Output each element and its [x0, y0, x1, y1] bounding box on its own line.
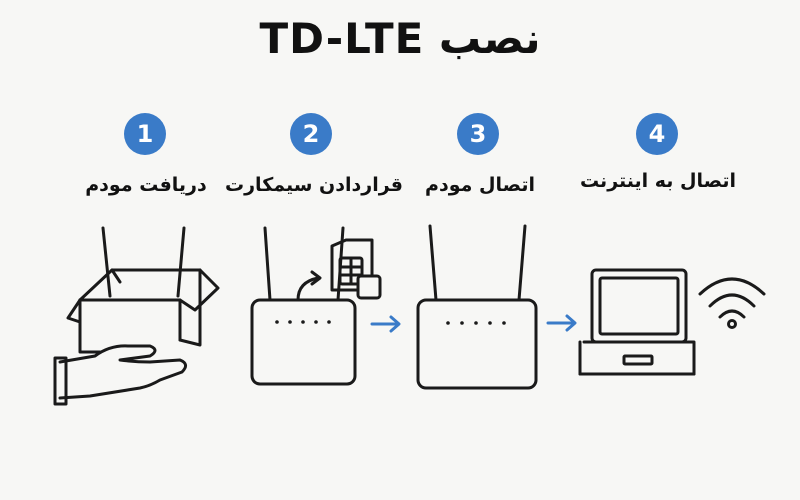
step-3-number: 3 — [457, 113, 499, 155]
step-4-number: 4 — [636, 113, 678, 155]
step-2-number: 2 — [290, 113, 332, 155]
box-with-router-icon — [53, 226, 220, 406]
laptop-wifi-icon — [578, 268, 766, 376]
arrow-right-icon — [370, 315, 401, 333]
arrow-right-icon — [546, 314, 577, 332]
step-1-number: 1 — [124, 113, 166, 155]
sim-card-router-icon — [250, 226, 382, 386]
step-3-label: اتصال مودم — [425, 174, 535, 196]
step-1-label: دریافت مودم — [85, 174, 207, 196]
page-title: نصب TD-LTE — [259, 14, 541, 63]
router-icon — [416, 224, 538, 390]
step-2-label: قراردادن سیمکارت — [225, 174, 403, 196]
step-4-label: اتصال به اینترنت — [579, 170, 737, 192]
